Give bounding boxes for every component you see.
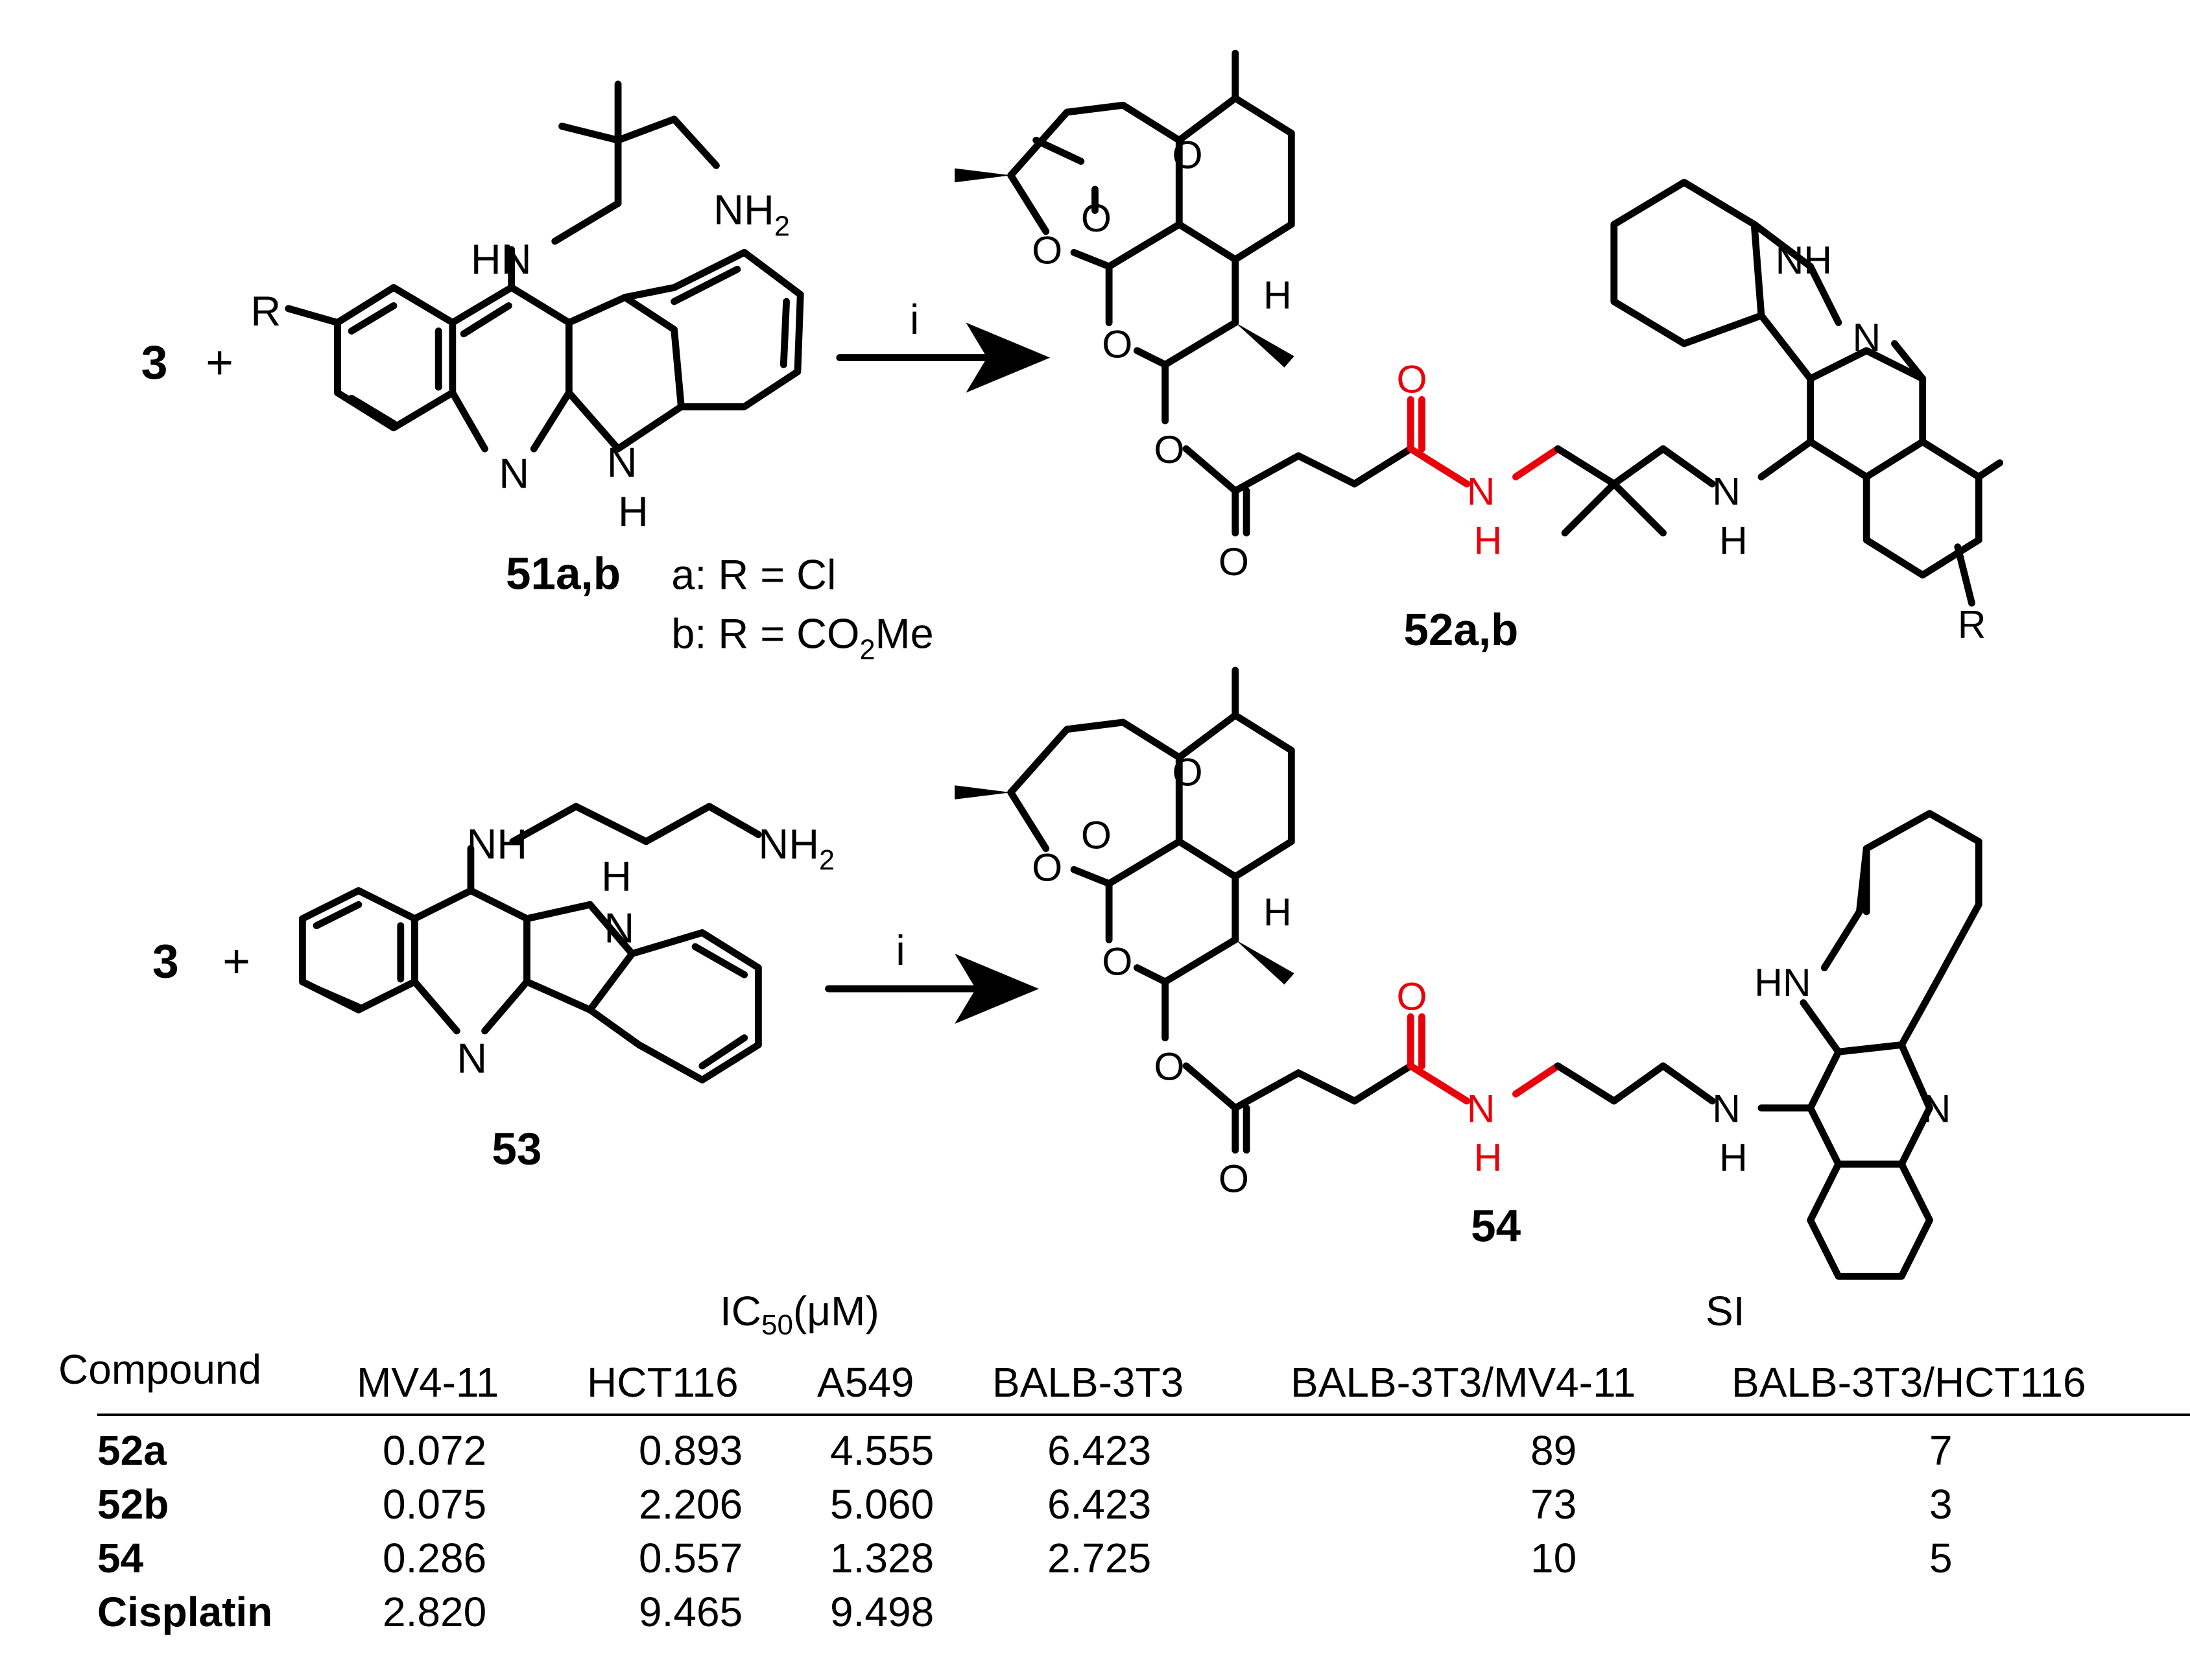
o-atom-52-amide: O xyxy=(1397,357,1427,401)
h-atom-51: H xyxy=(618,488,649,535)
hn-54: HN xyxy=(1754,960,1811,1004)
table-row-compound: 52b xyxy=(97,1481,169,1528)
table-cell-balb: 6.423 xyxy=(1047,1481,1152,1528)
structure-53 xyxy=(298,803,762,1083)
h-atom-54: H xyxy=(1263,890,1292,934)
h-atom-52-amide: H xyxy=(1474,518,1503,562)
table-cell-si-mv411: 89 xyxy=(1530,1427,1577,1474)
label-53: 53 xyxy=(492,1123,542,1174)
o-atom-52-a: O xyxy=(1172,133,1202,177)
n-atom-53-indole: N xyxy=(604,905,634,952)
structure-54-artemisinin xyxy=(955,667,1414,1154)
o-atom-54-a: O xyxy=(1172,750,1202,794)
n-atom-54-amide: N xyxy=(1467,1086,1495,1130)
col-header-hct116: HCT116 xyxy=(587,1359,739,1406)
variant-b: b: R = CO2Me xyxy=(671,609,933,665)
label-54: 54 xyxy=(1471,1200,1521,1251)
amide-linker-54 xyxy=(1407,1013,1562,1105)
n-atom-52-ring: N xyxy=(1853,315,1881,359)
col-header-si-mv411: BALB-3T3/MV4-11 xyxy=(1291,1359,1636,1406)
table-cell-si-mv411: 10 xyxy=(1530,1535,1577,1581)
table-cell-a549: 5.060 xyxy=(830,1481,934,1528)
reaction-scheme: 3 + R HN NH2 N N H 51a,b a: R = xyxy=(141,49,2004,1280)
table-row-compound: 52a xyxy=(97,1427,167,1474)
col-header-si-hct116: BALB-3T3/HCT116 xyxy=(1732,1359,2086,1406)
o-atom-52-carbonyl: O xyxy=(1219,539,1249,584)
h-atom-52-amine: H xyxy=(1719,518,1748,562)
table-cell-hct116: 0.893 xyxy=(639,1427,743,1474)
nh-53: NH xyxy=(466,820,527,868)
o-atom-54-carbonyl: O xyxy=(1219,1157,1249,1201)
table-cell-mv411: 0.286 xyxy=(383,1535,487,1581)
variant-a: a: R = Cl xyxy=(671,550,836,598)
plus-sign-row2: + xyxy=(222,934,250,988)
o-atom-52-c: O xyxy=(1032,228,1062,272)
n-atom-53-ring: N xyxy=(457,1035,487,1082)
amide-linker-52 xyxy=(1407,396,1562,488)
structure-51 xyxy=(285,80,804,453)
table-row-compound: 54 xyxy=(97,1535,144,1581)
table-cell-mv411: 0.072 xyxy=(383,1427,487,1474)
nh2-51: NH2 xyxy=(713,186,790,242)
ic50-group-header: IC50(μM) xyxy=(720,1288,879,1341)
step-label-row2: i xyxy=(896,927,905,974)
h-atom-54-amide: H xyxy=(1474,1135,1503,1179)
n-atom-52-amine: N xyxy=(1712,469,1741,514)
n-atom-indole-51: N xyxy=(607,438,637,486)
col-header-balb: BALB-3T3 xyxy=(992,1359,1184,1406)
table-cell-balb: 6.423 xyxy=(1047,1427,1152,1474)
h-atom-52: H xyxy=(1263,273,1292,317)
o-atom-54-c: O xyxy=(1032,845,1062,889)
si-group-header: SI xyxy=(1706,1288,1745,1334)
table-rule xyxy=(97,1414,2190,1416)
structure-52-side-chain xyxy=(1554,178,2004,607)
col-header-compound: Compound xyxy=(58,1346,262,1393)
label-51ab: 51a,b xyxy=(506,548,621,598)
step-label-row1: i xyxy=(910,296,919,343)
n-atom-54-ring: N xyxy=(1923,1086,1951,1130)
label-52ab: 52a,b xyxy=(1403,604,1518,655)
plus-sign-row1: + xyxy=(206,335,233,389)
table-cell-si-hct116: 5 xyxy=(1929,1535,1953,1581)
table-cell-mv411: 2.820 xyxy=(383,1589,487,1635)
structure-54-side-chain xyxy=(1554,810,1982,1280)
table-cell-si-mv411: 73 xyxy=(1530,1481,1577,1528)
structure-52-artemisinin xyxy=(955,49,1414,537)
o-atom-54-d: O xyxy=(1102,939,1132,983)
o-atom-52-b: O xyxy=(1081,196,1112,240)
table-cell-hct116: 0.557 xyxy=(639,1535,743,1581)
table-cell-a549: 9.498 xyxy=(830,1589,934,1635)
activity-table: IC50(μM) SI Compound MV4-11 HCT116 A549 … xyxy=(45,1287,2190,1676)
r-group-52: R xyxy=(1958,602,1986,646)
table-cell-hct116: 2.206 xyxy=(639,1481,743,1528)
table-cell-mv411: 0.075 xyxy=(383,1481,487,1528)
n-atom-51: N xyxy=(499,450,529,497)
h-atom-54-amine: H xyxy=(1719,1135,1748,1179)
table-cell-hct116: 9.465 xyxy=(639,1589,743,1635)
h-atom-53: H xyxy=(601,853,632,900)
nh-52: NH xyxy=(1776,238,1832,282)
table-cell-si-hct116: 3 xyxy=(1929,1481,1953,1528)
col-header-a549: A549 xyxy=(817,1359,914,1406)
r-group-51: R xyxy=(250,287,281,335)
o-atom-52-ester: O xyxy=(1154,427,1184,471)
o-atom-54-amide: O xyxy=(1397,974,1427,1018)
table-cell-a549: 4.555 xyxy=(830,1427,934,1474)
o-atom-52-d: O xyxy=(1102,322,1132,366)
reagent-3-row2: 3 xyxy=(152,934,179,988)
reagent-3-row1: 3 xyxy=(141,335,168,389)
col-header-mv411: MV4-11 xyxy=(357,1359,499,1406)
hn-51: HN xyxy=(471,235,532,283)
table-row-compound: Cisplatin xyxy=(97,1589,273,1635)
o-atom-54-ester: O xyxy=(1154,1045,1184,1089)
n-atom-54-amine: N xyxy=(1712,1086,1741,1130)
n-atom-52-amide: N xyxy=(1467,469,1495,514)
o-atom-54-b: O xyxy=(1081,813,1112,857)
table-cell-a549: 1.328 xyxy=(830,1535,934,1581)
nh2-53: NH2 xyxy=(758,820,835,876)
table-cell-balb: 2.725 xyxy=(1047,1535,1152,1581)
table-cell-si-hct116: 7 xyxy=(1929,1427,1953,1474)
